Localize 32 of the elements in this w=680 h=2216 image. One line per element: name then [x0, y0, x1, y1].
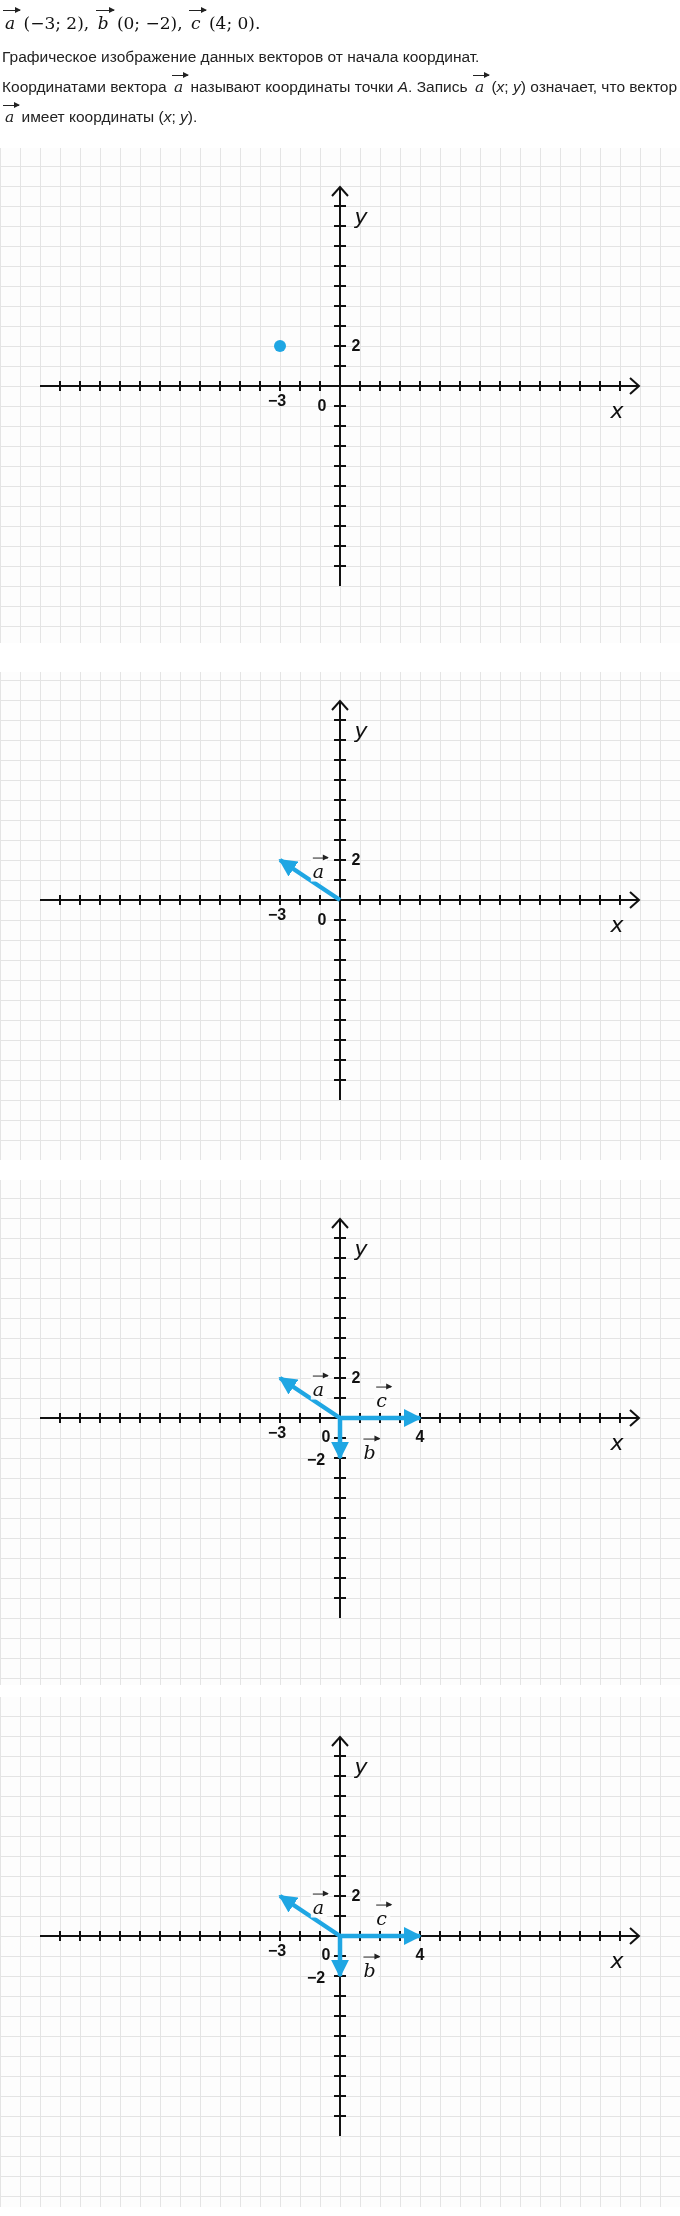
- axis-name: x: [610, 398, 624, 424]
- axis-number: 0: [317, 911, 327, 929]
- vector-label: a: [310, 1372, 328, 1400]
- axis-number: −2: [306, 1969, 326, 1987]
- axis-name: y: [354, 1236, 368, 1262]
- vector-label: c: [374, 1383, 390, 1411]
- axis-name: y: [354, 1754, 368, 1780]
- axis-name: x: [610, 1948, 624, 1974]
- axis-number: 0: [317, 397, 327, 415]
- axis-name: x: [610, 912, 624, 938]
- paragraph: Графическое изображение данных векторов от начала координат.: [2, 47, 481, 67]
- axis-name: x: [610, 1430, 624, 1456]
- paragraph: Координатами вектора a называют координаты точки A. Запись a (x; y) означает, что вектор a имеет координаты (x; y).: [2, 72, 678, 132]
- axis-number: 2: [351, 1369, 361, 1387]
- vector-label: a: [310, 1890, 328, 1918]
- axis-name: y: [354, 204, 368, 230]
- axis-number: 4: [415, 1946, 425, 1964]
- axis-number: −3: [267, 1424, 287, 1442]
- axis-number: 0: [321, 1946, 331, 1964]
- axis-number: −3: [267, 1942, 287, 1960]
- axis-number: −2: [306, 1451, 326, 1469]
- axis-number: 4: [415, 1428, 425, 1446]
- vector-label: a: [310, 854, 328, 882]
- axis-number: 0: [321, 1428, 331, 1446]
- axis-number: −3: [267, 906, 287, 924]
- axis-number: 2: [351, 1887, 361, 1905]
- axis-name: y: [354, 718, 368, 744]
- axis-number: 2: [351, 851, 361, 869]
- vector-label: c: [374, 1901, 390, 1929]
- axis-number: 2: [351, 337, 361, 355]
- vector-coordinates: a (−3; 2), b (0; −2), c (4; 0).: [2, 10, 678, 36]
- axis-number: −3: [267, 392, 287, 410]
